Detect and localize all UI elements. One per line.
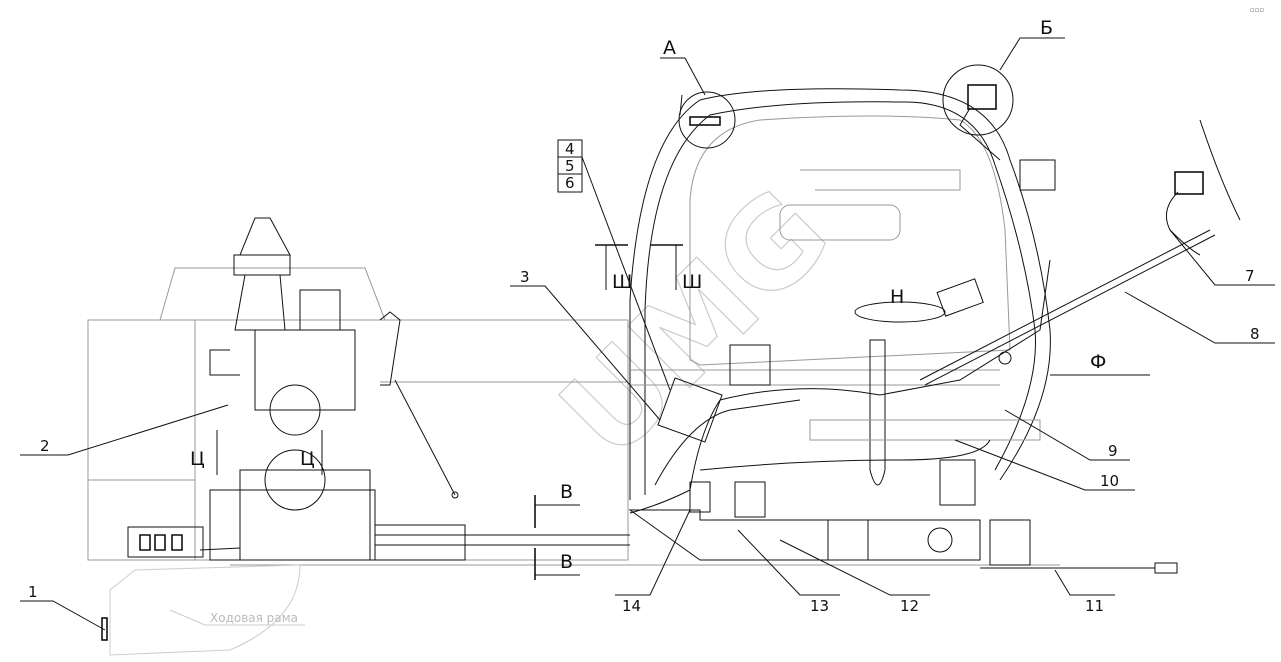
callout-8: 8 [1250,325,1260,343]
callout-6: 6 [565,174,575,192]
callout-14: 14 [622,597,641,615]
callout-5: 5 [565,157,575,175]
section-sh-right-label: Ш [682,271,702,293]
frame-outline [101,564,305,656]
callout-13: 13 [810,597,829,615]
section-v-lower-label: В [560,551,573,573]
component-1 [101,617,108,641]
detail-circle-b [942,64,1014,136]
callout-4: 4 [565,140,575,158]
section-v-upper-label: В [560,481,573,503]
engine-compartment [87,217,1060,566]
section-sh-left-label: Ш [612,271,632,293]
view-f-label: Ф [1090,351,1106,373]
frame-label: Ходовая рама [210,611,298,625]
cab [628,84,1241,574]
callout-9: 9 [1108,442,1118,460]
callout-10: 10 [1100,472,1119,490]
section-markers [216,244,683,580]
view-a-label: А [663,37,676,59]
leader-lines [20,37,1275,631]
detail-circle-a [678,91,736,149]
callout-12: 12 [900,597,919,615]
callout-3: 3 [520,268,530,286]
callout-11: 11 [1085,597,1104,615]
callout-1: 1 [28,583,38,601]
section-ts-left-label: Ц [190,448,205,470]
callout-7: 7 [1245,267,1255,285]
watermark: UMG [535,164,856,485]
corner-mark: ▫▫▫ [1250,6,1264,14]
view-b-label: Б [1040,17,1053,39]
section-ts-right-label: Ц [300,448,315,470]
callout-2: 2 [40,437,50,455]
view-n-label: Н [890,286,904,308]
